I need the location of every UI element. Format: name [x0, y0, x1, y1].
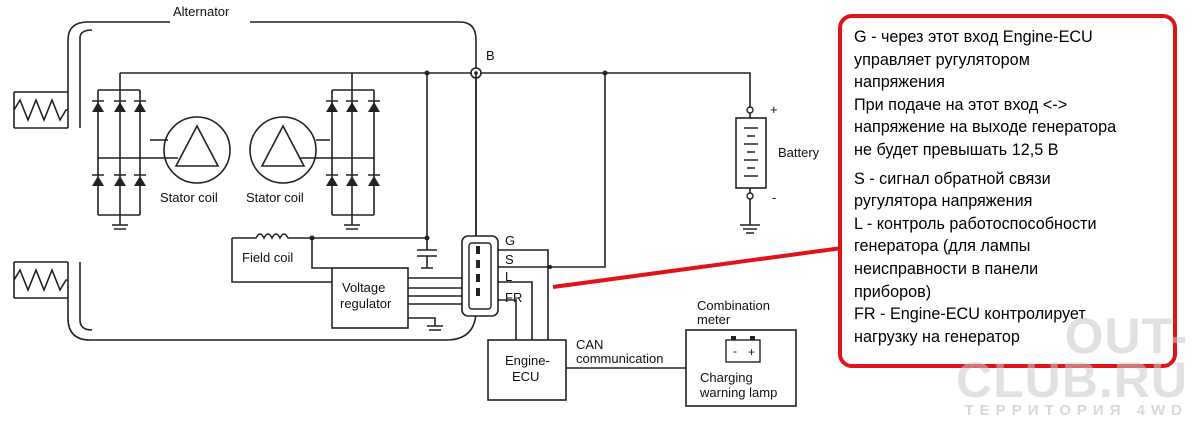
- callout-paragraph-s-l-fr: S - сигнал обратной связи ругулятора нап…: [854, 169, 1097, 346]
- voltage-regulator-label-line1: Voltage: [342, 280, 385, 295]
- battery-ground: [740, 188, 760, 234]
- battery-cells: [744, 127, 758, 177]
- charging-lamp-icon: [725, 339, 761, 363]
- stator-coil-2-label: Stator coil: [246, 190, 304, 205]
- callout-paragraph-g: G - через этот вход Engine-ECU управляет…: [854, 28, 1117, 159]
- wire-fr: [498, 299, 517, 340]
- battery-label: Battery: [778, 145, 820, 160]
- b-to-regulator-wire: [417, 73, 437, 269]
- regulator-ground: [408, 317, 443, 331]
- pin-g-label: G: [505, 233, 515, 248]
- stator-coil-2: [249, 116, 330, 184]
- stator-coil-1: [150, 116, 231, 184]
- engine-ecu-box: [487, 339, 567, 401]
- lamp-plus-label: +: [748, 345, 755, 359]
- regulator-pin-wires: [408, 277, 470, 305]
- can-label-line1: CAN: [576, 337, 603, 352]
- combination-meter-label-line1: Combination: [697, 298, 770, 313]
- spring-bottom: [13, 261, 68, 299]
- field-coil: [231, 233, 427, 283]
- battery-minus-label: -: [772, 190, 776, 205]
- battery-plus-label: +: [770, 102, 778, 117]
- combination-meter-label-line2: meter: [697, 312, 731, 327]
- spring-top: [13, 91, 68, 129]
- wire-s: [498, 73, 606, 268]
- pin-s-label: S: [505, 252, 514, 267]
- rectifier-left: [92, 73, 150, 230]
- charging-lamp-label-line1: Charging: [700, 370, 753, 385]
- stator-coil-1-label: Stator coil: [160, 190, 218, 205]
- engine-ecu-label-line1: Engine-: [505, 353, 550, 368]
- terminal-b-label: B: [486, 48, 495, 63]
- watermark-sub: ТЕРРИТОРИЯ 4WD: [964, 402, 1188, 419]
- callout-pointer: [552, 246, 843, 289]
- lamp-minus-label: -: [733, 344, 737, 358]
- wire-g: [498, 249, 549, 340]
- annotation-callout: G - через этот вход Engine-ECU управляет…: [838, 14, 1177, 368]
- watermark-main: OUT- CLUB.RU: [956, 308, 1188, 408]
- charging-lamp-label-line2: warning lamp: [699, 385, 777, 400]
- can-label-line2: communication: [576, 351, 663, 366]
- wire-l: [498, 281, 533, 340]
- alternator-label: Alternator: [173, 4, 230, 19]
- engine-ecu-label-line2: ECU: [512, 369, 539, 384]
- voltage-regulator-label-line2: regulator: [340, 296, 392, 311]
- pin-fr-label: FR: [505, 290, 522, 305]
- field-coil-label: Field coil: [242, 250, 293, 265]
- pin-l-label: L: [505, 269, 512, 284]
- alternator-housing: [67, 21, 477, 341]
- watermark: OUT- CLUB.RU ТЕРРИТОРИЯ 4WD: [956, 308, 1188, 419]
- rectifier-right: [322, 73, 380, 230]
- b-plus-rail: [120, 72, 751, 118]
- voltage-regulator-box: [331, 267, 409, 329]
- connector-pins: [476, 246, 480, 296]
